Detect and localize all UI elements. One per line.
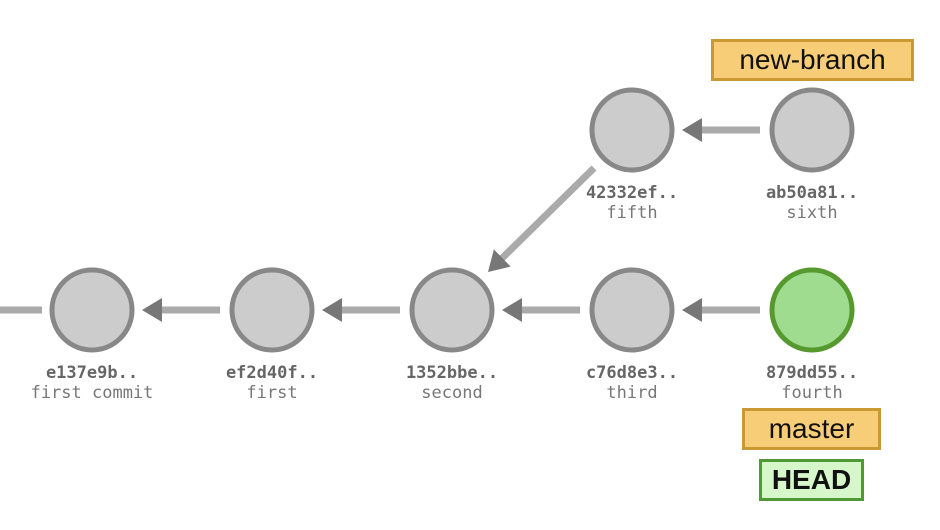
edge-ab50a81-to-42332ef: [682, 118, 760, 142]
edge-arrowhead: [488, 249, 511, 272]
new-branch-ref-label[interactable]: new-branch: [711, 39, 914, 81]
edge-arrowhead: [682, 118, 702, 142]
commit-node-ef2d40f[interactable]: ef2d40f..first: [226, 267, 318, 403]
commit-node-42332ef[interactable]: 42332ef..fifth: [586, 87, 678, 223]
commit-sha: ab50a81..: [766, 183, 858, 203]
edge-c76d8e3-to-1352bbe: [502, 298, 580, 322]
commit-message: sixth: [786, 203, 837, 223]
edge-arrowhead: [142, 298, 162, 322]
commit-circle[interactable]: [409, 267, 495, 353]
commit-node-879dd55[interactable]: 879dd55..fourth: [766, 267, 858, 403]
commit-node-c76d8e3[interactable]: c76d8e3..third: [586, 267, 678, 403]
commit-sha: 42332ef..: [586, 183, 678, 203]
commit-message: first commit: [31, 383, 154, 403]
commit-node-e137e9b[interactable]: e137e9b..first commit: [31, 267, 154, 403]
commit-message: third: [606, 383, 657, 403]
commit-circle[interactable]: [49, 267, 135, 353]
edge-arrowhead: [682, 298, 702, 322]
commit-sha: e137e9b..: [46, 363, 138, 383]
commit-circle[interactable]: [769, 267, 855, 353]
commit-sha: 1352bbe..: [406, 363, 498, 383]
commit-nodes: e137e9b..first commit ef2d40f..first 1352b…: [31, 87, 858, 403]
edge-ef2d40f-to-e137e9b: [142, 298, 220, 322]
head-ref-label[interactable]: HEAD: [759, 459, 864, 501]
edge-42332ef-to-1352bbe: [488, 165, 597, 272]
commit-message: fourth: [781, 383, 842, 403]
edge-line: [498, 165, 597, 262]
commit-circle[interactable]: [229, 267, 315, 353]
commit-sha: 879dd55..: [766, 363, 858, 383]
commit-sha: c76d8e3..: [586, 363, 678, 383]
commit-message: second: [421, 383, 482, 403]
commit-circle[interactable]: [589, 87, 675, 173]
parent-edges: [0, 118, 760, 322]
commit-circle[interactable]: [589, 267, 675, 353]
commit-circle[interactable]: [769, 87, 855, 173]
commit-node-ab50a81[interactable]: ab50a81..sixth: [766, 87, 858, 223]
master-ref-label[interactable]: master: [742, 408, 881, 450]
commit-node-1352bbe[interactable]: 1352bbe..second: [406, 267, 498, 403]
edge-1352bbe-to-ef2d40f: [322, 298, 400, 322]
commit-message: fifth: [606, 203, 657, 223]
commit-sha: ef2d40f..: [226, 363, 318, 383]
edge-arrowhead: [502, 298, 522, 322]
commit-message: first: [246, 383, 297, 403]
edge-arrowhead: [322, 298, 342, 322]
edge-879dd55-to-c76d8e3: [682, 298, 760, 322]
